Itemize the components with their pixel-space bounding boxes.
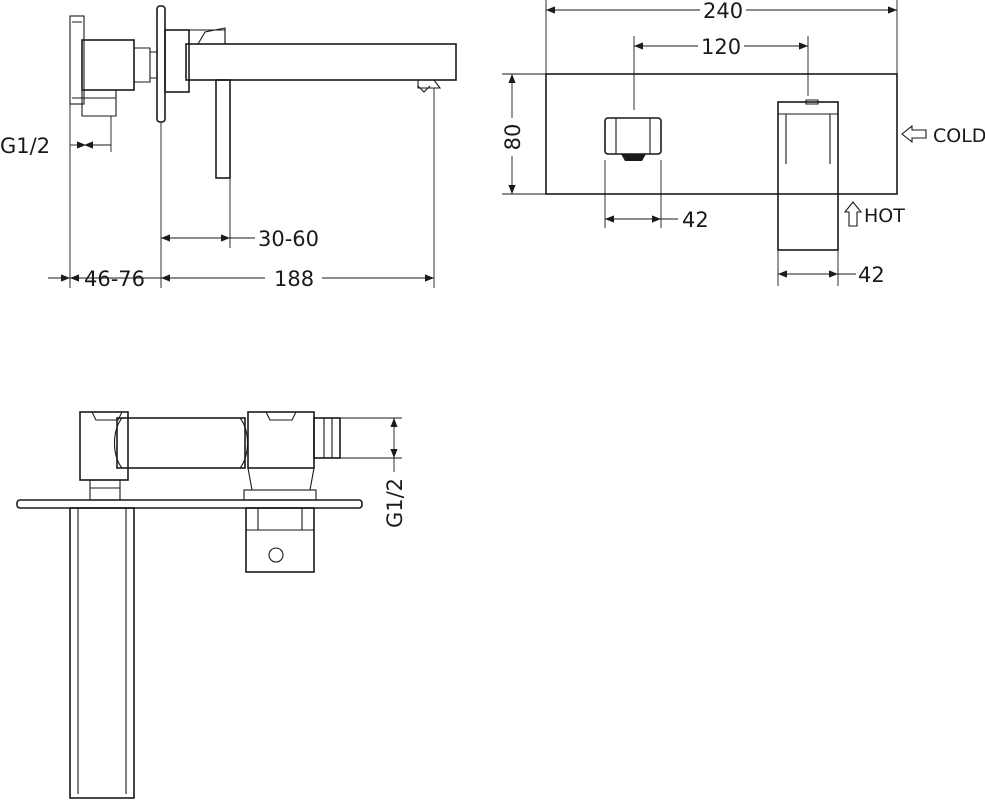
side-46-76-label: 46-76 [84,267,145,291]
side-g12-label: G1/2 [0,134,50,158]
front-80-label: 80 [501,124,525,151]
side-inlet [81,90,117,117]
top-g12-label: G1/2 [383,478,407,528]
cold-label: COLD [933,125,985,147]
top-view: G1/2 [16,411,407,799]
top-spout [69,507,135,799]
top-left-valve [79,411,129,481]
front-plate [545,73,898,195]
hot-label: HOT [864,205,905,227]
top-lever-box [245,507,315,573]
front-42-left-label: 42 [682,208,709,232]
top-wall-plate [16,499,363,509]
front-spout [777,101,839,251]
front-lever [604,117,662,155]
side-lever-top [197,27,226,45]
front-42-right-label: 42 [858,263,885,287]
side-lever-handle [215,79,231,179]
front-view: 240 120 80 42 42 COLD HOT [501,0,985,287]
side-30-60-label: 30-60 [258,227,319,251]
side-188-label: 188 [274,267,314,291]
side-wall-plate [156,5,166,123]
cold-arrow-icon [901,124,927,144]
hot-arrow-icon [843,201,863,227]
side-view: G1/2 30-60 46-76 188 [0,5,457,291]
front-120-label: 120 [701,35,741,59]
side-spout [185,43,457,81]
top-pipe [116,417,246,469]
front-240-label: 240 [703,0,743,23]
side-valve [81,39,135,91]
top-end-fitting [313,417,341,459]
side-body [164,29,190,93]
